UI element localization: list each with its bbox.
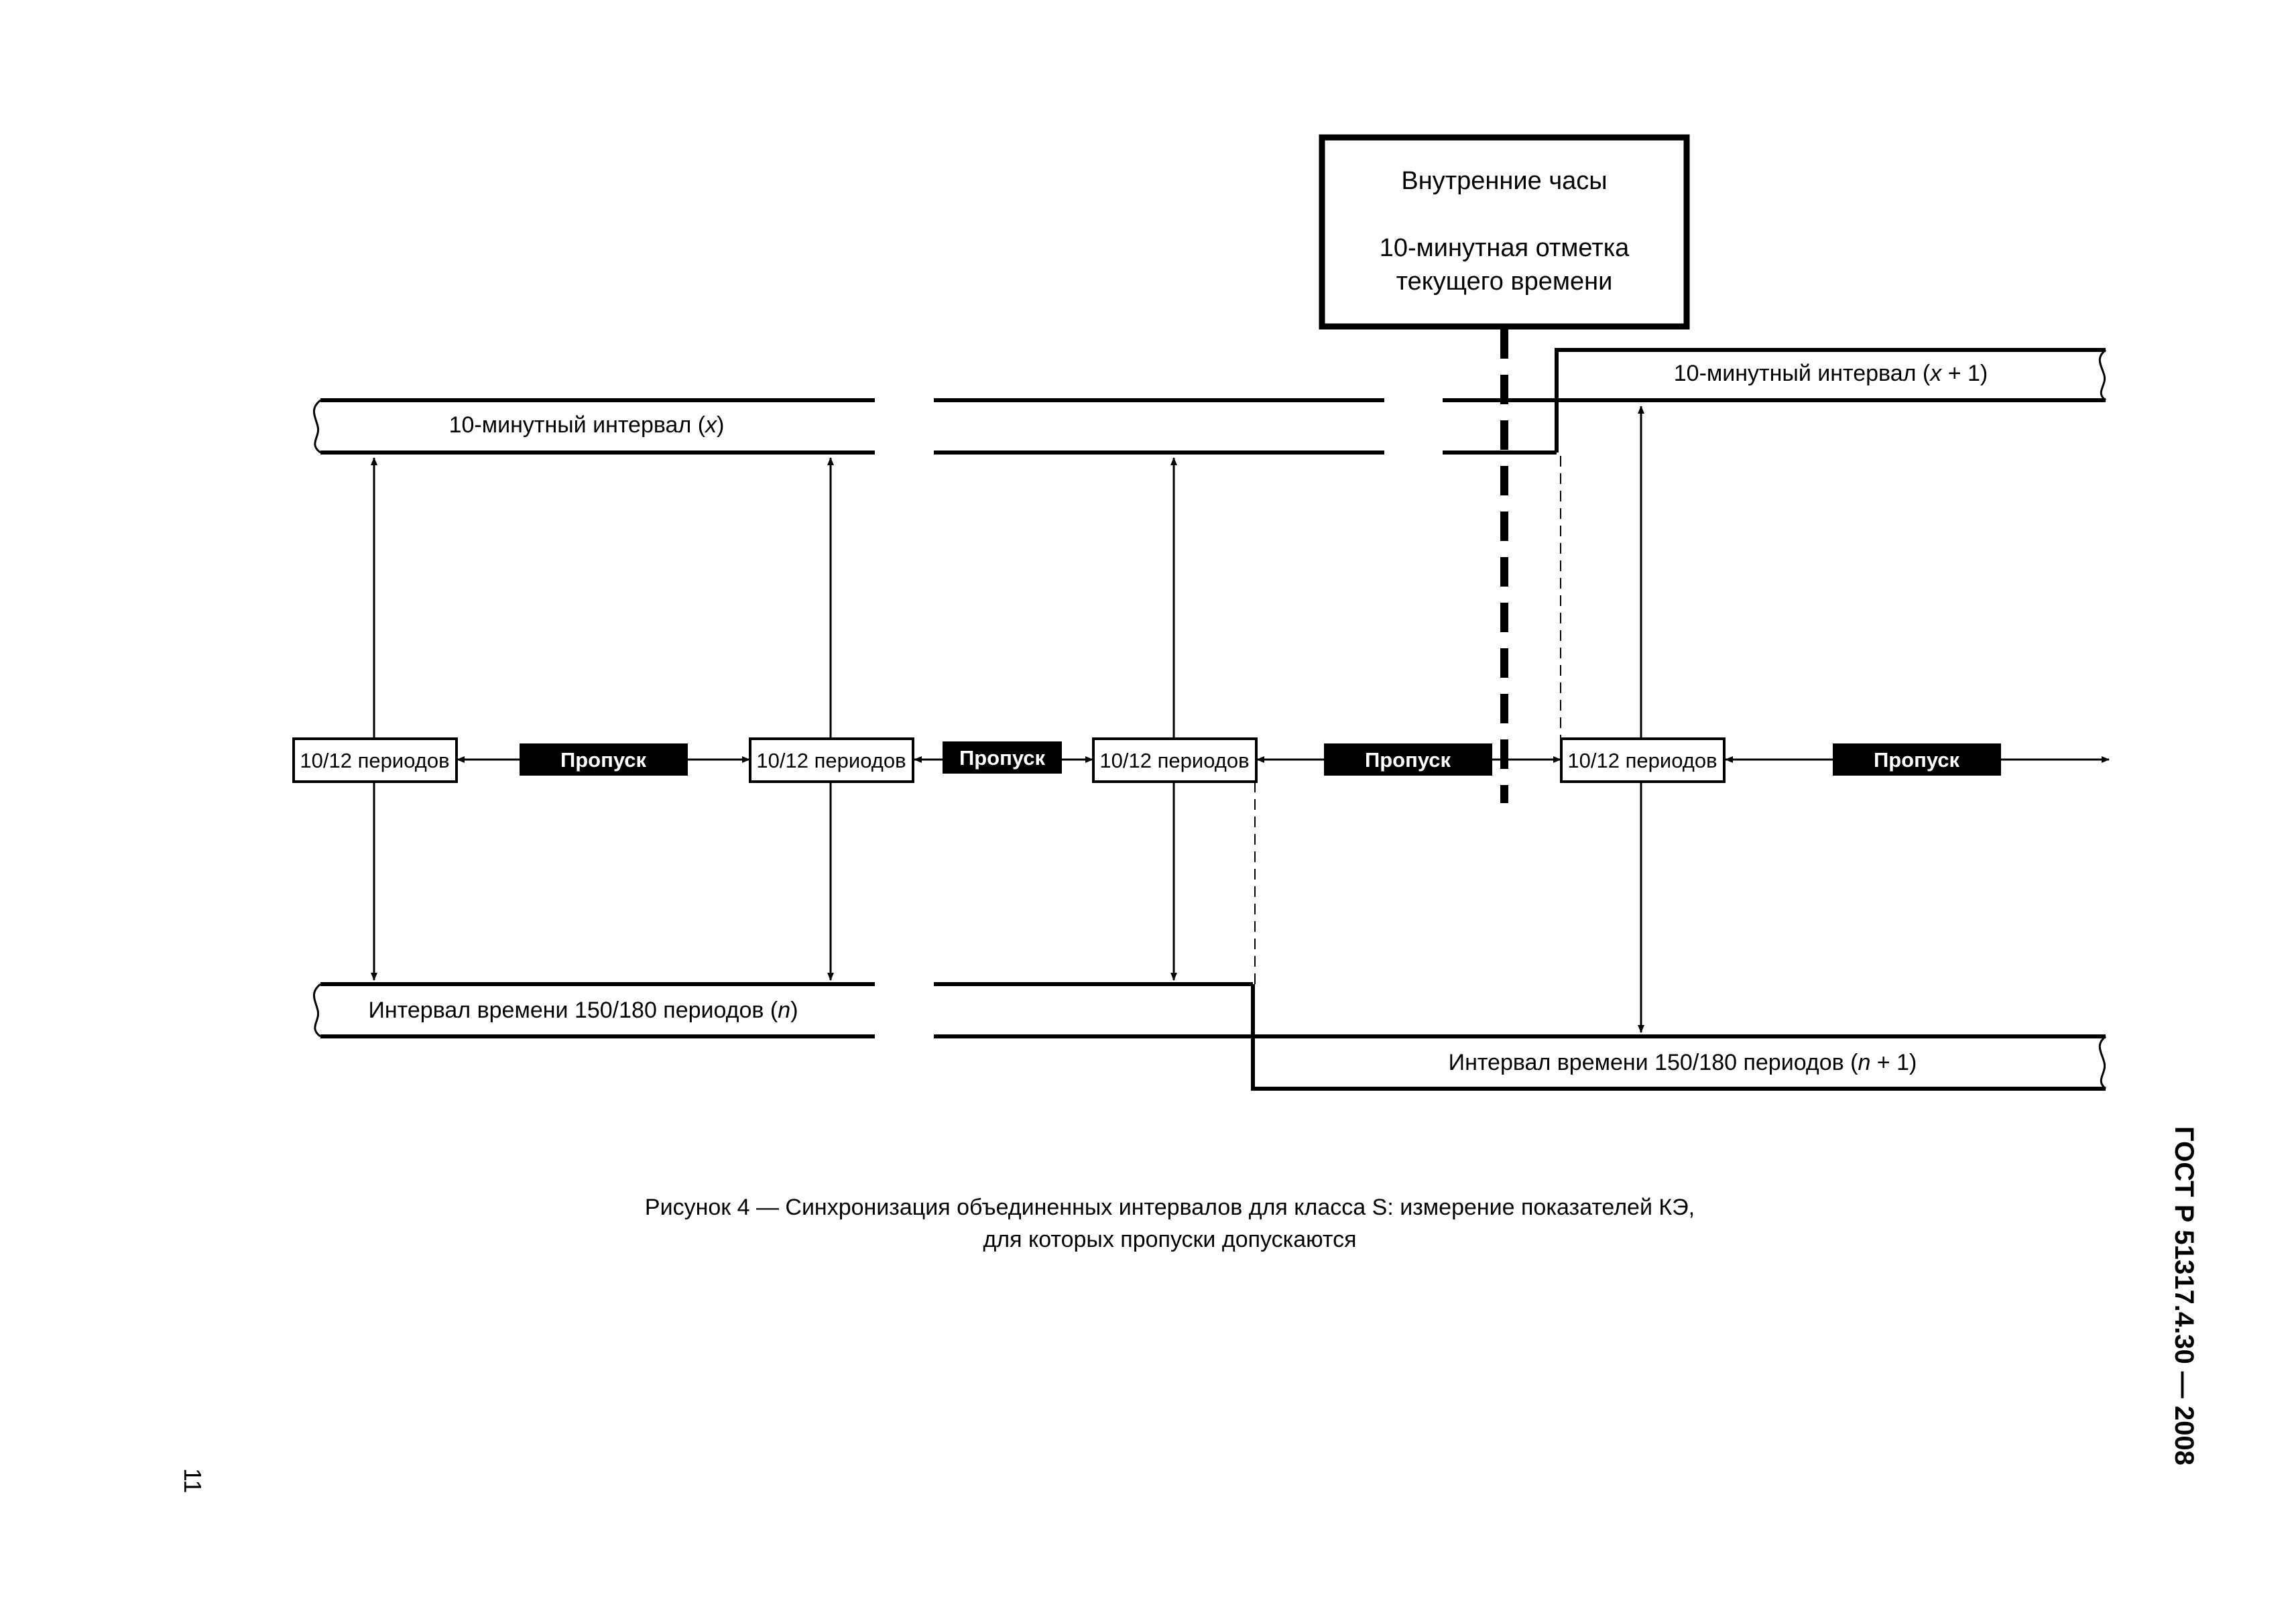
aggregation-interval-n-label: Интервал времени 150/180 периодов (n) xyxy=(368,998,798,1023)
ten-minute-interval-x-label: 10-минутный интервал (x) xyxy=(449,412,725,438)
gap-block-label: Пропуск xyxy=(560,748,647,772)
aggregation-interval-n1-label: Интервал времени 150/180 периодов (n + 1… xyxy=(1449,1050,1917,1075)
gap-block-3: Пропуск xyxy=(1324,743,1492,776)
gap-block-2: Пропуск xyxy=(943,741,1062,774)
vertical-arrows xyxy=(371,406,1644,1033)
break-mark xyxy=(313,399,321,454)
periods-block-4: 10/12 периодов xyxy=(1560,737,1726,783)
gap-block-label: Пропуск xyxy=(1365,748,1451,772)
aggregation-interval-n-band: Интервал времени 150/180 периодов (n) xyxy=(313,982,1253,1038)
clock-mark-line1: 10-минутная отметка xyxy=(1380,234,1630,262)
clock-mark-line2: текущего времени xyxy=(1396,267,1613,296)
clock-title: Внутренние часы xyxy=(1401,167,1607,195)
break-mark xyxy=(313,983,321,1038)
figure-caption-line1: Рисунок 4 — Синхронизация объединенных и… xyxy=(645,1195,1695,1220)
periods-block-3: 10/12 периодов xyxy=(1092,737,1258,783)
internal-clock-box: Внутренние часы 10-минутная отметка теку… xyxy=(1319,134,1690,330)
periods-block-1: 10/12 периодов xyxy=(292,737,458,783)
aggregation-interval-n1-band: Интервал времени 150/180 периодов (n + 1… xyxy=(1251,984,2107,1091)
gap-block-label: Пропуск xyxy=(1874,748,1960,772)
periods-block-label: 10/12 периодов xyxy=(1567,749,1717,772)
ten-minute-interval-x1-label: 10-минутный интервал (x + 1) xyxy=(1674,361,1988,386)
break-mark xyxy=(2098,1035,2107,1090)
gap-block-1: Пропуск xyxy=(520,743,688,776)
periods-block-label: 10/12 периодов xyxy=(756,749,906,772)
gap-block-4: Пропуск xyxy=(1833,743,2001,776)
gap-block-label: Пропуск xyxy=(959,746,1046,770)
ten-minute-interval-x1-band: 10-минутный интервал (x + 1) xyxy=(1555,348,2107,453)
figure-caption-line2: для которых пропуски допускаются xyxy=(983,1227,1356,1252)
periods-block-label: 10/12 периодов xyxy=(300,749,449,772)
break-mark xyxy=(2098,349,2107,402)
periods-block-label: 10/12 периодов xyxy=(1099,749,1249,772)
ten-minute-interval-x-band: 10-минутный интервал (x) xyxy=(313,398,1557,455)
periods-block-2: 10/12 периодов xyxy=(749,737,914,783)
page-number: 11 xyxy=(179,1468,206,1493)
standard-designation: ГОСТ Р 51317.4.30 — 2008 xyxy=(2169,1126,2199,1465)
